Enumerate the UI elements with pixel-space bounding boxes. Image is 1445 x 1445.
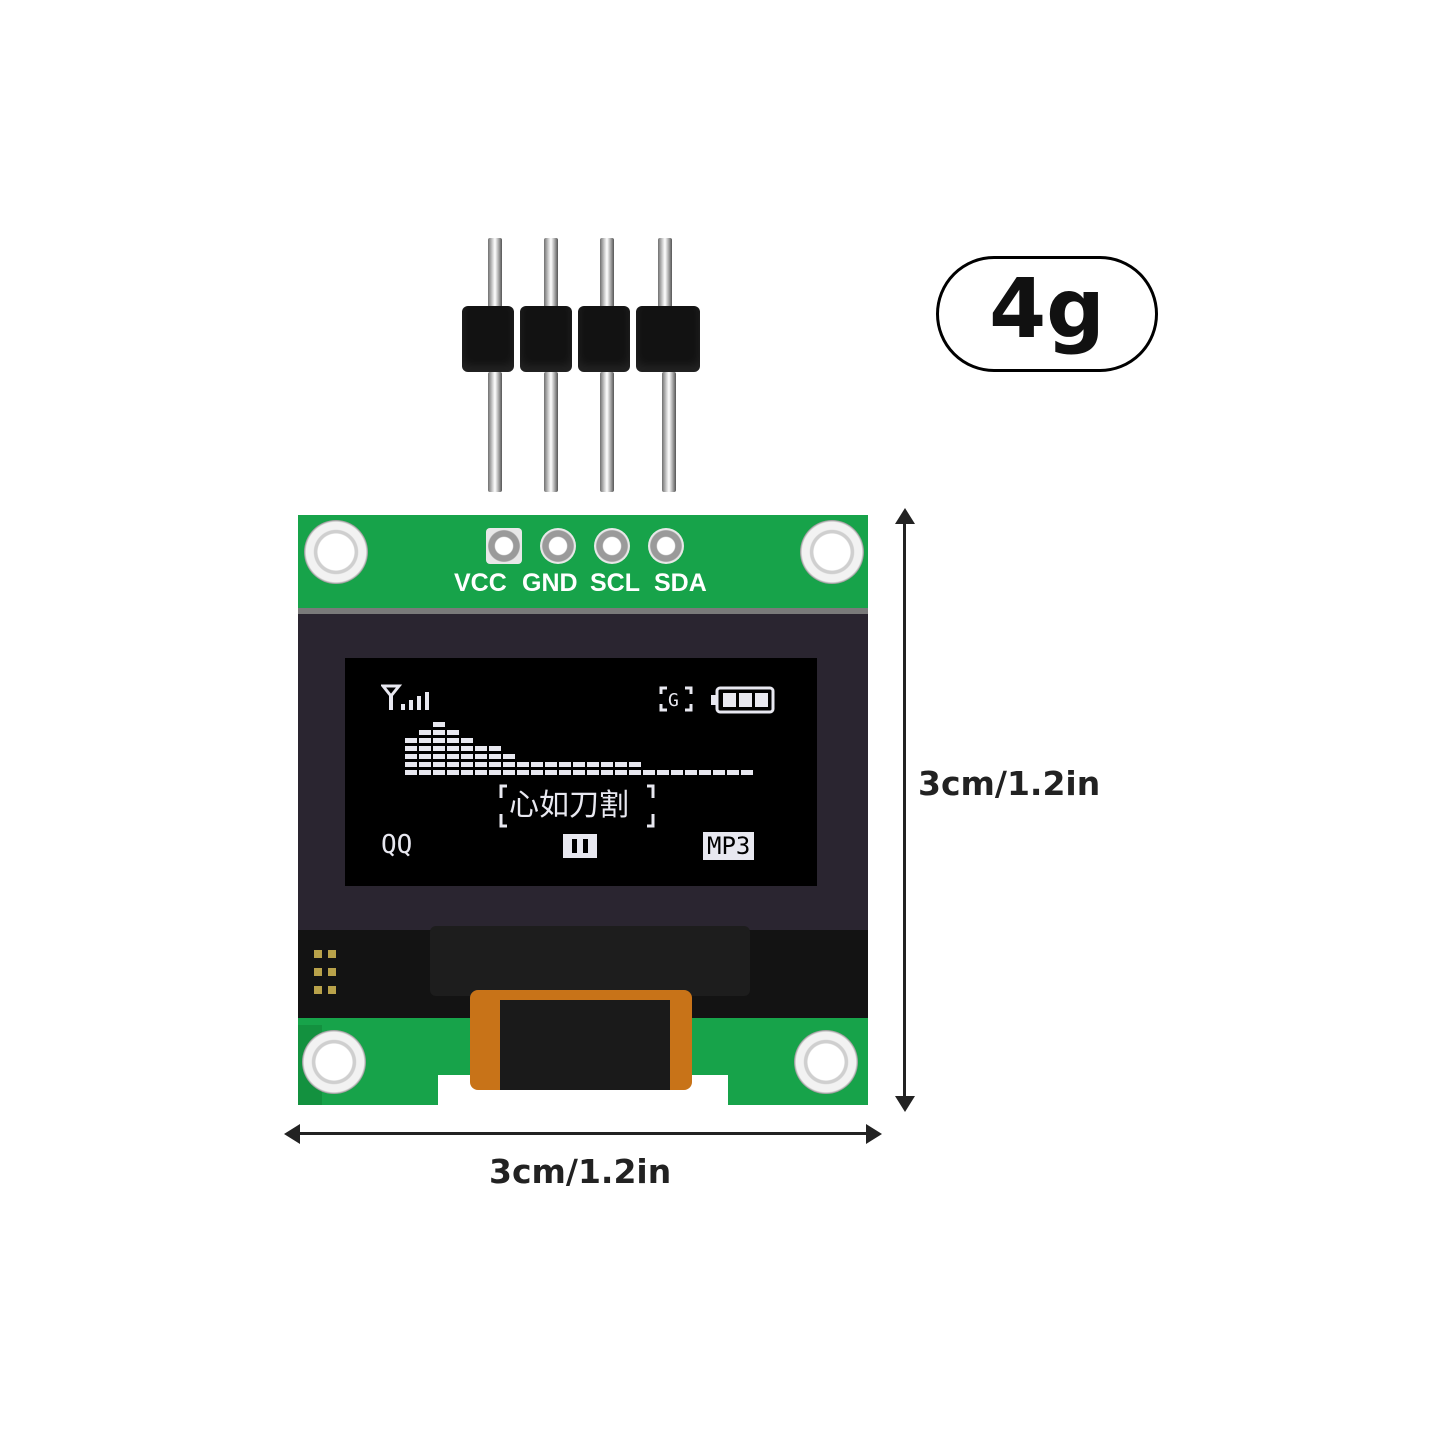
mount-hole-top-right	[800, 520, 864, 584]
weight-badge: 4g	[936, 256, 1158, 372]
song-title: 心如刀割	[509, 788, 629, 823]
pin-label-vcc: VCC	[454, 569, 507, 597]
width-dimension-line	[290, 1132, 875, 1135]
mount-hole-bottom-right	[794, 1030, 858, 1094]
height-label: 3cm/1.2in	[918, 764, 1101, 803]
pin-label-gnd: GND	[522, 569, 578, 597]
pad-sda	[648, 528, 684, 564]
height-dimension-line	[903, 515, 906, 1105]
flex-ribbon-cover	[500, 1000, 670, 1090]
driver-chip	[430, 926, 750, 996]
arrow-down-icon	[895, 1096, 915, 1112]
arrow-up-icon	[895, 508, 915, 524]
pin-label-scl: SCL	[590, 569, 640, 597]
signal-icon	[381, 684, 429, 710]
mount-hole-top-left	[304, 520, 368, 584]
contact-dots	[312, 946, 346, 1000]
network-g-icon: G	[659, 686, 693, 712]
equalizer-graphic	[405, 722, 753, 775]
arrow-left-icon	[284, 1124, 300, 1144]
pause-icon	[563, 834, 597, 858]
width-label: 3cm/1.2in	[489, 1152, 672, 1191]
weight-value: 4g	[989, 262, 1105, 357]
pin-label-sda: SDA	[654, 569, 707, 597]
arrow-right-icon	[866, 1124, 882, 1144]
pad-gnd	[540, 528, 576, 564]
svg-text:G: G	[668, 690, 679, 711]
battery-icon	[711, 686, 775, 714]
qq-label: QQ	[381, 830, 413, 860]
mount-hole-bottom-left	[302, 1030, 366, 1094]
title-brackets	[499, 784, 655, 828]
pad-scl	[594, 528, 630, 564]
oled-screen: G	[345, 658, 817, 886]
pad-vcc	[486, 528, 522, 564]
format-badge: MP3	[703, 832, 755, 860]
